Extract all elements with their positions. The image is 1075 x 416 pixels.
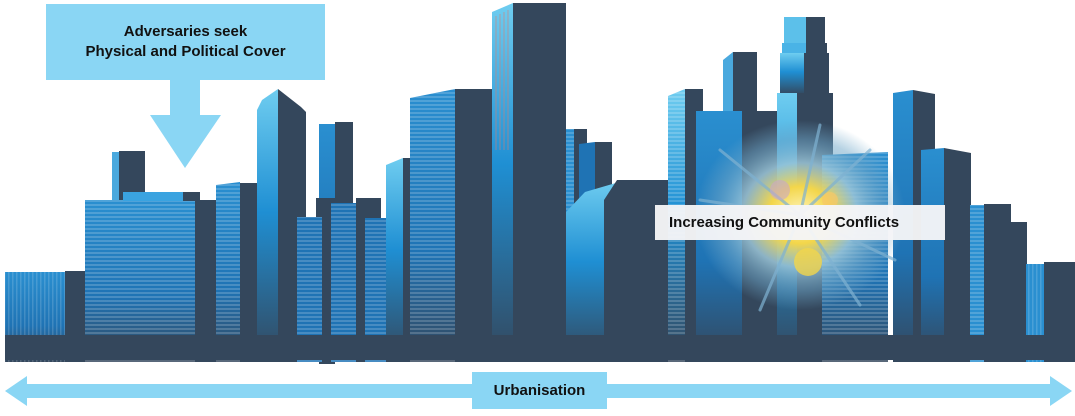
adversaries-callout-box: Adversaries seek Physical and Political … — [46, 4, 325, 80]
urbanisation-axis-label: Urbanisation — [472, 372, 607, 409]
urbanisation-label-text: Urbanisation — [493, 382, 586, 399]
conflict-label-text: Increasing Community Conflicts — [669, 214, 900, 231]
ground-base — [5, 335, 1075, 360]
callout-line-2: Physical and Political Cover — [85, 43, 286, 60]
callout-line-1: Adversaries seek — [123, 23, 248, 40]
down-arrow-icon — [150, 79, 221, 168]
community-conflicts-label: Increasing Community Conflicts — [655, 205, 945, 240]
